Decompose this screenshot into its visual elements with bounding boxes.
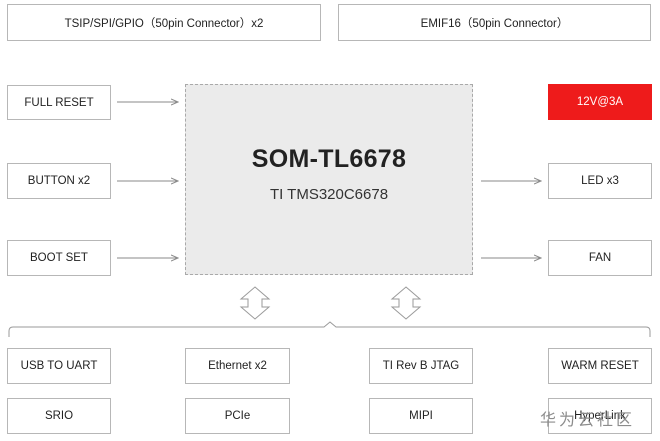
led-box: LED x3 [548,163,652,199]
hyperlink-label: HyperLink [574,410,626,422]
emif16-connector-label: EMIF16（50pin Connector） [420,17,569,30]
boot-set-label: BOOT SET [30,252,88,264]
jtag-label: TI Rev B JTAG [382,360,460,372]
fan-box: FAN [548,240,652,276]
hyperlink-box: HyperLink [548,398,652,434]
ethernet-label: Ethernet x2 [208,360,267,372]
usb-to-uart-label: USB TO UART [20,360,98,372]
pcie-box: PCIe [185,398,290,434]
bidirectional-arrow-left [239,286,271,320]
jtag-box: TI Rev B JTAG [369,348,473,384]
ethernet-box: Ethernet x2 [185,348,290,384]
watermark: 华为云社区 [540,412,636,429]
tsip-spi-gpio-connector-box: TSIP/SPI/GPIO（50pin Connector）x2 [7,4,321,41]
led-label: LED x3 [581,175,619,187]
bottom-bracket [8,321,651,337]
emif16-connector-box: EMIF16（50pin Connector） [338,4,651,41]
button-label: BUTTON x2 [27,175,91,187]
srio-label: SRIO [44,410,74,422]
tsip-spi-gpio-connector-label: TSIP/SPI/GPIO（50pin Connector）x2 [64,17,264,30]
som-module-block: SOM-TL6678 TI TMS320C6678 [185,84,473,275]
pcie-label: PCIe [224,410,251,422]
power-label: 12V@3A [576,96,624,108]
srio-box: SRIO [7,398,111,434]
button-box: BUTTON x2 [7,163,111,199]
som-chip-name: TI TMS320C6678 [269,186,389,203]
mipi-label: MIPI [409,410,433,422]
warm-reset-label: WARM RESET [561,360,639,372]
warm-reset-box: WARM RESET [548,348,652,384]
boot-set-box: BOOT SET [7,240,111,276]
som-module-name: SOM-TL6678 [251,145,407,173]
full-reset-box: FULL RESET [7,85,111,120]
bidirectional-arrow-right [390,286,422,320]
mipi-box: MIPI [369,398,473,434]
usb-to-uart-box: USB TO UART [7,348,111,384]
full-reset-label: FULL RESET [24,96,94,109]
fan-label: FAN [588,252,612,264]
power-box: 12V@3A [548,84,652,120]
